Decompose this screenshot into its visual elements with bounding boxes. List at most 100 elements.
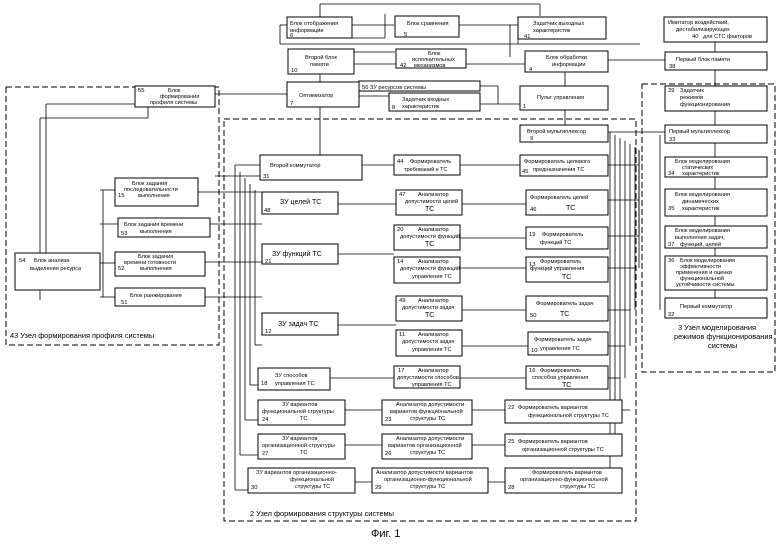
block-6: Блок отображения информации 6 [287,17,352,39]
block-32: Первый коммутатор 32 [665,298,767,318]
block-28-number: 28 [508,485,514,491]
block-22-label: Формирователь вариантов [518,405,588,411]
block-33: Первый мультиплексор 33 [665,125,767,143]
block-50: Формирователь задач ТС 50 [526,296,608,321]
block-7: Оптимизатор 7 [287,82,359,107]
block-35: Блок моделирования динамических характер… [665,189,767,216]
block-35-label-2: динамических [682,199,719,205]
block-16-label-3: ТС [562,382,571,389]
block-26-label-2: вариантов организационной [388,442,462,449]
block-37-label: Блок моделирования [675,228,730,234]
block-52-number: 52 [118,266,124,272]
zone-3-label-2: режимов функционирования [674,332,772,341]
block-11-label: Анализатор [418,332,449,338]
block-23: Анализатор допустимости вариантов функци… [382,400,472,425]
block-51: Блок ранжирования 51 [115,288,205,306]
block-47-number: 47 [399,192,405,198]
block-5: Блок сравнения 5 [395,16,459,38]
block-53-label-2: выполнения [140,229,172,235]
block-27: ЗУ вариантов организационной структуры Т… [258,434,345,459]
block-54-label: Блок анализа [34,258,70,264]
block-10-number: 10 [291,68,297,74]
block-10b-number: 10 [531,348,537,354]
block-27-label: ЗУ вариантов [282,436,317,442]
block-10-label-2: памяти [310,62,329,68]
block-24-label-2: функциональной структуры [262,408,334,415]
zone-43-label: 43 Узел формирования профиля системы [10,331,154,340]
block-46-label-2: ТС [566,205,575,212]
block-23-label-3: структуры ТС [410,416,445,422]
block-50-number: 50 [530,313,536,319]
block-22-label-2: функциональной структуры ТС [528,412,609,419]
block-26-number: 26 [385,451,391,457]
block-47-label-2: допустимости целей [405,198,458,205]
block-13-label: Формирователь [540,259,581,265]
block-38: Первый блок памяти 38 [665,52,767,70]
block-50-label: Формирователь задач [536,301,594,307]
block-24-label: ЗУ вариантов [282,402,317,408]
block-27-number: 27 [262,451,268,457]
block-37-label-3: функций, целей [680,241,721,248]
block-49-number: 49 [399,298,405,304]
block-49-label-2: допустимости задач [402,305,455,311]
block-1-label: Пульт управления [537,95,584,101]
block-20-label-3: ТС [425,241,434,248]
block-33-label: Первый мультиплексор [669,128,730,135]
block-36-number: 36 [668,258,674,264]
block-14-number: 14 [397,259,404,265]
block-21-label: ЗУ функций ТС [272,250,322,258]
block-55-number: 55 [138,88,144,94]
block-11-number: 11 [399,332,405,338]
block-48: ЗУ целей ТС 48 [262,192,338,214]
block-21: ЗУ функций ТС 21 [262,244,338,265]
block-14-label-3: управления ТС [412,274,452,280]
block-45-label: Формирователь целевого [524,159,590,165]
block-13-label-2: функций управления [530,265,584,272]
block-49-label: Анализатор [418,298,449,304]
block-13-label-3: ТС [562,274,571,281]
block-19-number: 19 [529,232,535,238]
block-18-label-2: управления ТС [275,381,315,387]
block-17: Анализатор допустимости способов управле… [394,366,460,388]
block-41-label: Задатчик выходных [533,21,584,27]
block-14-label: Анализатор [418,259,449,265]
block-35-label-3: характеристик [682,206,720,212]
block-30-number: 30 [251,485,257,491]
block-10-label: Второй блок [305,54,337,61]
block-49-label-3: ТС [425,312,434,319]
block-19-label-2: функций ТС [540,239,571,246]
block-26-label-3: структуры ТС [410,450,445,456]
block-39: Задатчик режимов функционирования 39 [665,86,767,111]
block-27-label-2: организационной структуры [262,442,335,449]
block-25-label-2: организационной структуры ТС [522,446,604,453]
block-10-second-memory: Второй блок памяти 10 [288,49,354,74]
block-17-label-2: допустимости способов [397,375,459,381]
block-16-number: 16 [529,368,535,374]
block-13: Формирователь функций управления ТС 13 [526,257,608,282]
block-28-label-2: организационно-функциональной [520,476,608,483]
block-55-label-3: профиля системы [150,100,197,106]
block-42-number: 42 [400,63,406,69]
block-9: Второй мультиплексор 9 [520,125,608,142]
block-48-number: 48 [264,208,270,214]
block-38-label: Первый блок памяти [676,56,730,63]
block-28: Формирователь вариантов организационно-ф… [505,468,622,493]
block-9-number: 9 [530,136,533,142]
block-20-label-2: допустимости функций [400,233,460,240]
zone-3-label: 3 Узел моделирования [678,323,756,332]
block-26-label: Анализатор допустимости [396,436,464,442]
block-22: Формирователь вариантов функциональной с… [505,400,622,423]
block-37-number: 37 [668,242,674,248]
block-19: Формирователь функций ТС 19 [526,227,608,249]
block-6-number: 6 [290,33,293,39]
block-28-label-3: структуры ТС [560,484,595,490]
block-53: Блок задания времени выполнения 53 [118,218,210,237]
block-51-number: 51 [121,300,127,306]
figure-caption: Фиг. 1 [371,528,400,540]
block-8: Задатчик входных характеристик 8 [389,93,480,111]
block-11-label-2: допустимости задач [402,339,455,345]
block-10b-label: Формирователь задач [534,337,592,343]
block-38-number: 38 [669,64,675,70]
block-44-label-2: требований к ТС [404,166,447,173]
